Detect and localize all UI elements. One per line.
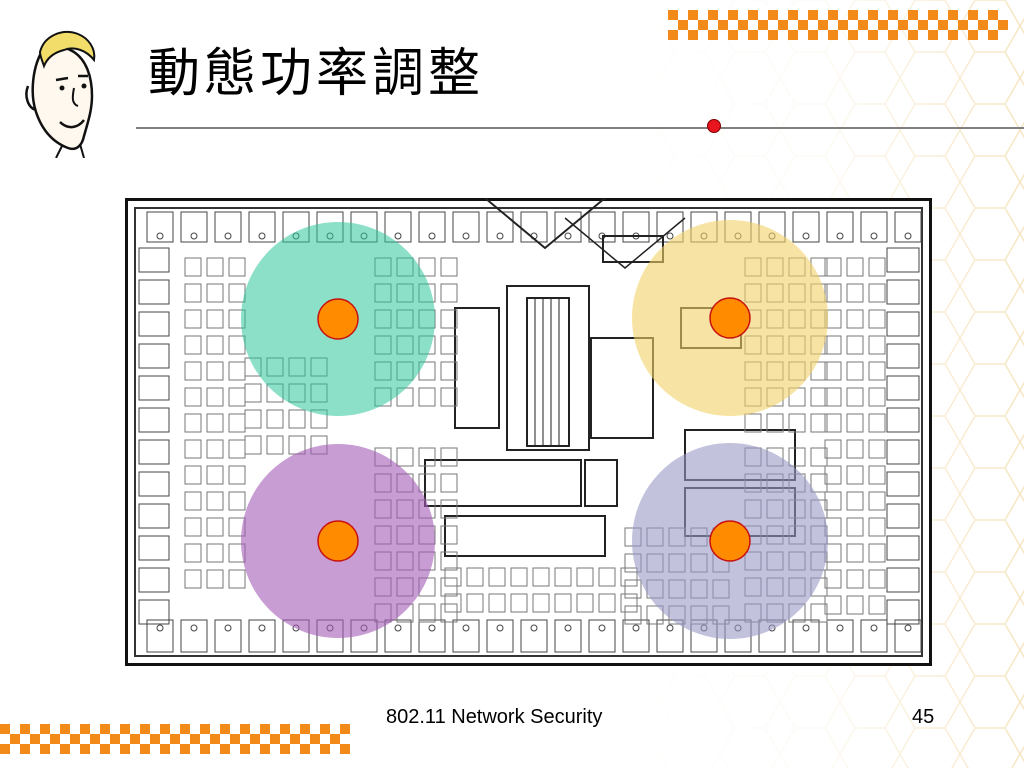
slide-title: 動態功率調整 [148, 44, 485, 104]
cartoon-face-icon [25, 31, 96, 158]
access-point-icon [317, 520, 359, 562]
checker-bar-top [668, 10, 1008, 40]
floor-plan [125, 198, 932, 666]
page-number: 45 [912, 706, 935, 728]
access-point-icon [317, 298, 359, 340]
divider-dot [707, 119, 721, 133]
access-point-icon [709, 520, 751, 562]
footer-text: 802.11 Network Security [386, 706, 603, 728]
access-point-icon [709, 297, 751, 339]
checker-bar-bottom [0, 724, 350, 754]
title-divider [136, 127, 1024, 129]
